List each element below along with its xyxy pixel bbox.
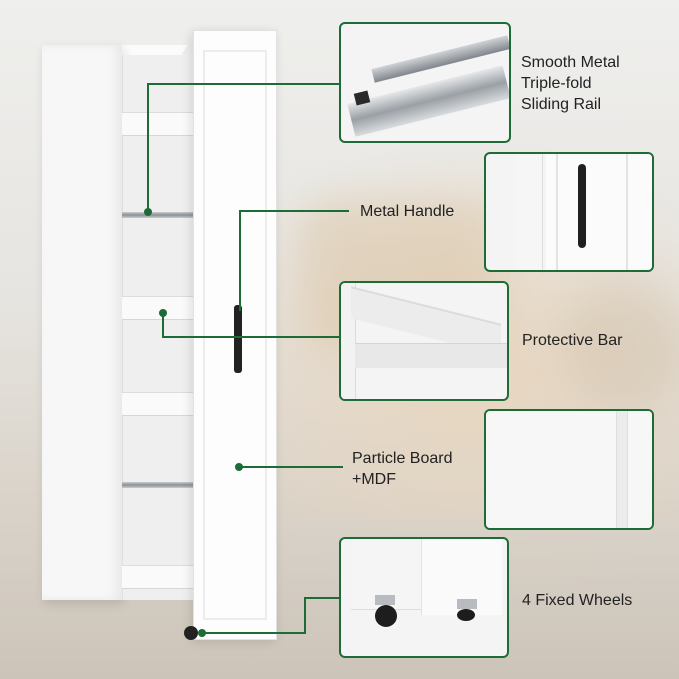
- handle-detail-groove: [626, 154, 628, 270]
- cabinet-door: [193, 30, 277, 640]
- callout-line-wheels: [304, 597, 341, 599]
- rail-label-line: Sliding Rail: [521, 96, 602, 113]
- rail-detail: [347, 65, 509, 137]
- callout-line-bar: [162, 336, 340, 338]
- board-label-line: Particle Board: [352, 450, 453, 467]
- rail-label: Smooth Metal Triple-fold Sliding Rail: [521, 52, 620, 115]
- wheel-icon: [457, 609, 475, 621]
- callout-line-rail: [147, 83, 341, 85]
- callout-line-wheels: [304, 598, 306, 634]
- protective-bar-label: Protective Bar: [522, 332, 623, 349]
- rail-label-line: Triple-fold: [521, 75, 592, 92]
- board-label-line: +MDF: [352, 471, 396, 488]
- board-detail-image: [484, 409, 654, 530]
- caster-bracket: [457, 599, 477, 609]
- cabinet-shelf: [122, 392, 194, 416]
- callout-line-rail: [147, 84, 149, 212]
- callout-line-handle: [239, 211, 241, 311]
- board-label: Particle Board +MDF: [352, 448, 453, 490]
- caster-bracket: [375, 595, 395, 605]
- wheel-icon: [184, 626, 198, 640]
- wheels-label: 4 Fixed Wheels: [522, 592, 633, 609]
- cabinet-shelf: [122, 112, 194, 136]
- callout-dot-rail: [144, 208, 152, 216]
- cabinet-side-panel: [42, 45, 122, 600]
- cabinet-interior: [122, 55, 195, 600]
- door-panel: [203, 50, 267, 620]
- cabinet-shelf: [122, 565, 194, 589]
- handle-detail-handle: [578, 164, 586, 248]
- wheel-icon: [375, 605, 397, 627]
- rail-detail-image: [339, 22, 511, 143]
- protective-bar-detail-image: [339, 281, 509, 401]
- cabinet-handle: [234, 305, 242, 373]
- cabinet-shelf: [122, 296, 194, 320]
- rail-label-line: Smooth Metal: [521, 54, 620, 71]
- handle-detail-image: [484, 152, 654, 272]
- bar-detail-shelf: [355, 343, 507, 368]
- handle-detail-door: [546, 154, 652, 270]
- handle-detail-groove: [556, 154, 558, 270]
- background-blur: [560, 280, 679, 410]
- wheels-detail-image: [339, 537, 509, 658]
- board-detail-groove: [616, 411, 628, 528]
- callout-line-wheels: [202, 632, 306, 634]
- callout-line-board: [239, 466, 343, 468]
- callout-line-handle: [239, 210, 349, 212]
- cabinet-rail: [122, 482, 194, 488]
- cabinet-rail: [122, 212, 194, 218]
- callout-line-bar: [162, 313, 164, 337]
- handle-label: Metal Handle: [360, 203, 455, 220]
- handle-detail-side: [516, 154, 543, 270]
